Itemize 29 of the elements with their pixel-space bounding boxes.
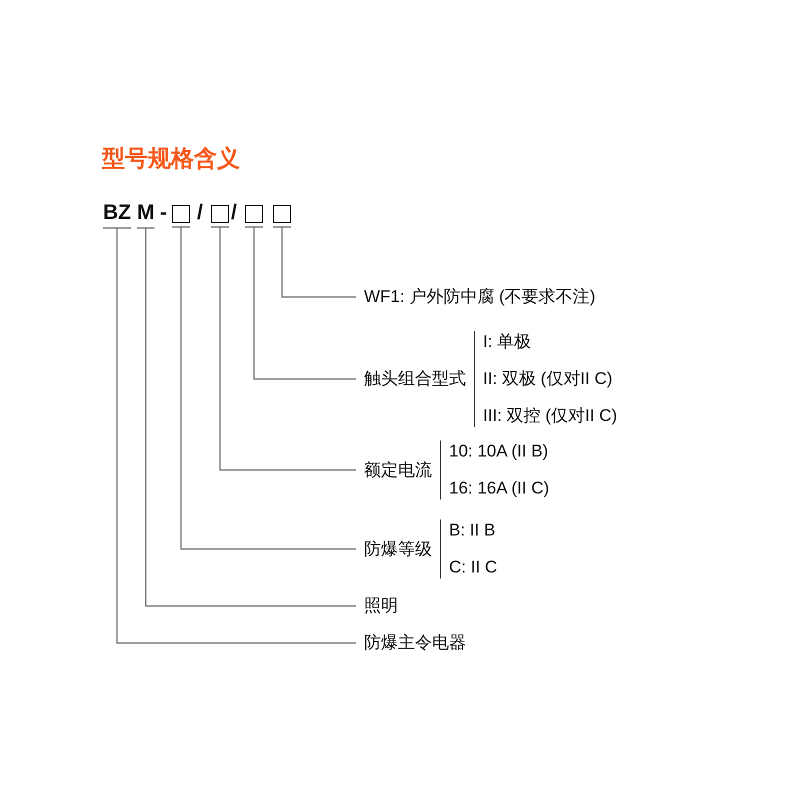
- meaning-text: 触头组合型式: [364, 368, 466, 390]
- separator-symbol: /: [231, 202, 237, 224]
- leader-line: [210, 226, 357, 471]
- empty-code-box: [245, 205, 263, 223]
- meaning-text: 防爆主令电器: [364, 632, 466, 654]
- leader-line: [272, 226, 357, 298]
- meaning-text: 防爆等级: [364, 538, 432, 560]
- meaning-text: 照明: [364, 595, 398, 617]
- option-text: 10: 10A (II B): [449, 440, 550, 462]
- leader-line: [171, 226, 357, 550]
- option-text: II: 双极 (仅对II C): [483, 368, 614, 390]
- leader-line: [102, 227, 357, 644]
- empty-code-box: [172, 205, 190, 223]
- option-text: III: 双控 (仅对II C): [483, 405, 618, 427]
- separator-symbol: -: [160, 202, 167, 224]
- meaning-text: 额定电流: [364, 459, 432, 481]
- option-text: B: II B: [449, 520, 496, 542]
- leader-line: [136, 227, 357, 607]
- code-letters: BZ: [103, 202, 131, 224]
- separator-symbol: /: [197, 202, 203, 224]
- empty-code-box: [211, 205, 229, 223]
- option-text: I: 单极: [483, 331, 532, 353]
- title: 型号规格含义: [102, 144, 240, 173]
- empty-code-box: [273, 205, 291, 223]
- option-text: C: II C: [449, 556, 498, 578]
- meaning-text: WF1: 户外防中腐 (不要求不注): [364, 286, 596, 308]
- leader-line: [244, 226, 357, 380]
- code-letters: M: [137, 202, 154, 224]
- option-text: 16: 16A (II C): [449, 478, 550, 500]
